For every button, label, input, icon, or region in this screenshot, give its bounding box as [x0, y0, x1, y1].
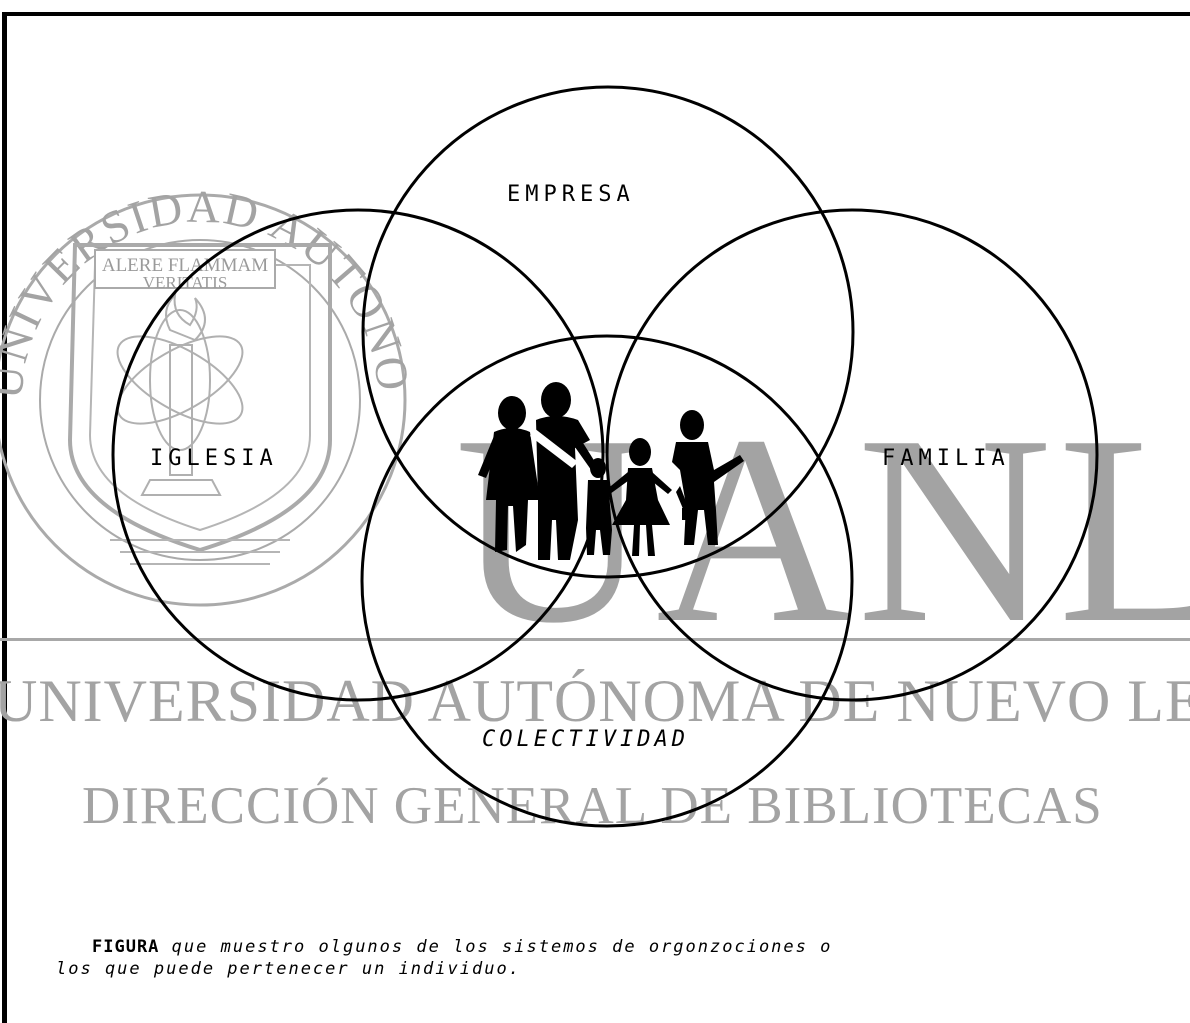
family-silhouette — [478, 382, 744, 560]
watermark-rule — [0, 638, 1190, 641]
page-border-top — [2, 12, 1190, 16]
circle-colectividad — [360, 334, 854, 828]
caption-line-1-text: que muestro olgunos de los sistemos de o… — [171, 937, 833, 957]
circle-empresa — [361, 85, 855, 579]
label-colectividad: COLECTIVIDAD — [482, 727, 689, 752]
page-border-left — [2, 14, 7, 1023]
circle-familia — [605, 208, 1099, 702]
seal-motto-1: ALERE FLAMMAM — [102, 255, 268, 276]
university-seal-watermark: UNIVERSIDAD AUTONOMA DE NUEVO LEON ALERE… — [0, 150, 417, 607]
label-familia: FAMILIA — [882, 446, 1010, 471]
figure-caption: FIGURA que muestro olgunos de los sistem… — [56, 936, 1156, 980]
caption-line-1: FIGURA que muestro olgunos de los sistem… — [56, 936, 1156, 958]
caption-line-2: los que puede pertenecer un individuo. — [56, 959, 521, 979]
label-iglesia: IGLESIA — [150, 446, 278, 471]
circle-iglesia — [111, 208, 605, 702]
caption-figure-word: FIGURA — [92, 937, 160, 957]
watermark-library-name: DIRECCIÓN GENERAL DE BIBLIOTECAS — [82, 777, 1103, 835]
watermark-university-name: UNIVERSIDAD AUTÓNOMA DE NUEVO LEÓN — [0, 668, 1190, 734]
label-empresa: EMPRESA — [507, 182, 635, 207]
